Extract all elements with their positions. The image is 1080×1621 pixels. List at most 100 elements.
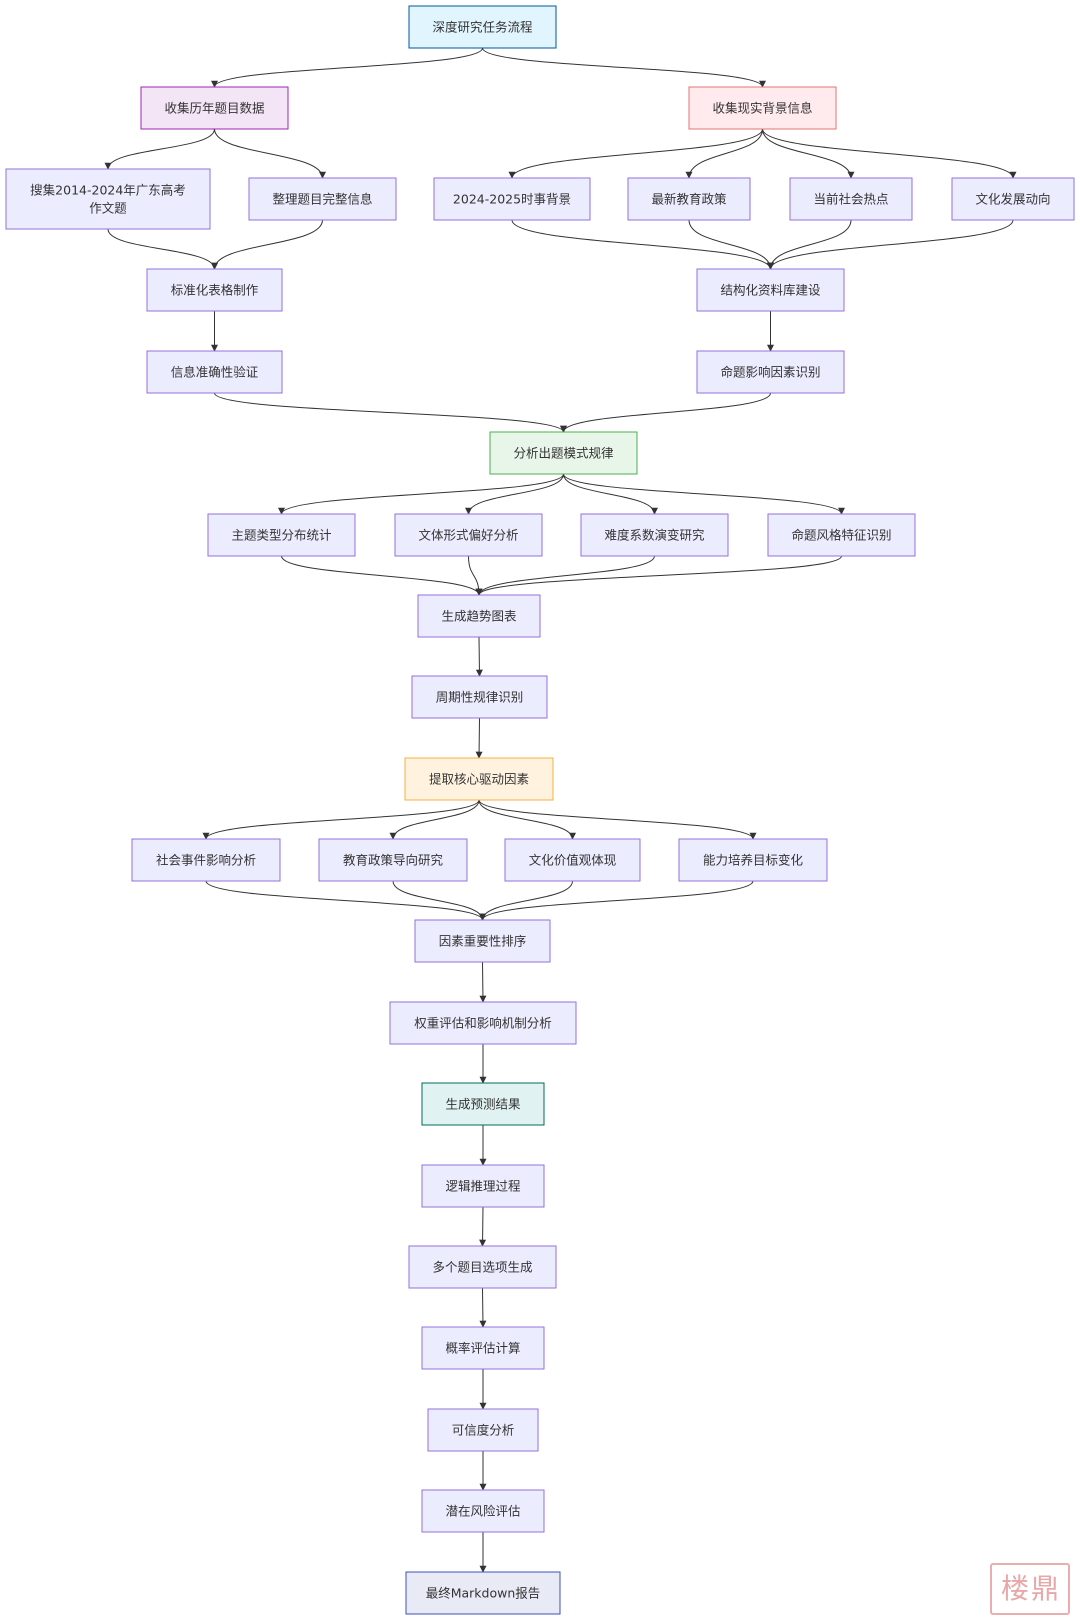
node-box [767,513,916,557]
node-box [207,513,356,557]
edge-n9-n11 [767,219,1014,270]
node-label: 结构化资料库建设 [720,283,821,298]
node-label: 潜在风险评估 [445,1504,520,1519]
node-label: 提取核心驱动因素 [429,772,529,787]
node-label: 文化发展动向 [975,192,1050,207]
flow-node-n18: 命题风格特征识别 [767,513,916,557]
flow-node-n8: 当前社会热点 [789,177,913,221]
node-label: 分析出题模式规律 [513,446,613,461]
flow-node-n7: 最新教育政策 [627,177,751,221]
node-label: 信息准确性验证 [171,365,259,380]
flow-node-n23: 教育政策导向研究 [318,838,468,882]
flow-node-n31: 概率评估计算 [421,1326,545,1370]
edge-n18-n19 [475,555,842,596]
node-box [580,513,729,557]
node-label: 生成预测结果 [445,1097,521,1112]
flow-node-n25: 能力培养目标变化 [678,838,828,882]
node-box [421,1326,545,1370]
node-box [248,177,397,221]
node-box [427,1408,539,1452]
node-box [405,1571,561,1615]
edge-n8-n11 [767,219,852,270]
node-box [394,513,543,557]
edge-n14-n18 [563,473,845,515]
edge-n22-n26 [205,880,486,921]
node-box [414,919,551,963]
node-label: 教育政策导向研究 [343,853,444,868]
node-box [408,1245,557,1289]
edge-n15-n19 [281,555,483,596]
node-label: 文化价值观体现 [529,853,617,868]
edge-n19-n20 [475,636,483,677]
flow-node-n26: 因素重要性排序 [414,919,551,963]
node-label: 作文题 [89,201,127,216]
flow-node-n6: 2024-2025时事背景 [433,177,591,221]
edge-n3-n9 [762,128,1017,179]
flow-node-n32: 可信度分析 [427,1408,539,1452]
node-label: 概率评估计算 [445,1341,520,1356]
node-box [678,838,828,882]
node-label: 难度系数演变研究 [604,528,705,543]
flow-node-n3: 收集现实背景信息 [688,86,837,130]
edge-n14-n15 [278,473,564,515]
edge-n5-n10 [211,219,323,270]
node-label: 搜集2014-2024年广东高考 [30,183,186,198]
node-label: 权重评估和影响机制分析 [414,1016,552,1031]
node-box [5,168,211,230]
node-box [140,86,289,130]
seal-char: 鼎 [1031,1572,1060,1605]
flow-node-n5: 整理题目完整信息 [248,177,397,221]
seal-stamp: 楼 鼎 [990,1563,1070,1615]
edge-n17-n19 [475,555,655,596]
edge-n4-n10 [107,228,218,270]
node-box [688,86,837,130]
node-box [131,838,281,882]
node-label: 标准化表格制作 [171,283,259,298]
node-label: 周期性规律识别 [436,690,524,705]
flow-node-n27: 权重评估和影响机制分析 [389,1001,577,1045]
node-label: 当前社会热点 [813,192,888,207]
edge-n2-n5 [214,128,326,179]
edge-n1-n3 [482,47,766,88]
flow-node-n14: 分析出题模式规律 [489,431,638,475]
flow-node-n34: 最终Markdown报告 [405,1571,561,1615]
edge-n21-n25 [478,799,757,840]
seal-char: 楼 [1000,1572,1029,1605]
node-box [417,594,541,638]
node-box [146,268,283,312]
node-box [421,1489,545,1533]
node-box [433,177,591,221]
node-label: 生成趋势图表 [441,609,517,624]
flow-node-n17: 难度系数演变研究 [580,513,729,557]
edge-n29-n30 [479,1206,487,1247]
node-label: 深度研究任务流程 [432,20,533,35]
node-box [389,1001,577,1045]
node-box [411,675,548,719]
edge-n30-n31 [479,1287,487,1328]
edge-n26-n27 [479,961,487,1003]
node-label: 可信度分析 [452,1423,515,1438]
node-label: 命题影响因素识别 [720,365,820,380]
flow-node-n30: 多个题目选项生成 [408,1245,557,1289]
node-label: 主题类型分布统计 [231,528,331,543]
node-label: 命题风格特征识别 [791,528,891,543]
flow-node-n22: 社会事件影响分析 [131,838,281,882]
flow-node-n16: 文体形式偏好分析 [394,513,543,557]
edge-n3-n8 [762,128,855,179]
edge-n13-n14 [560,392,771,433]
flow-node-n28: 生成预测结果 [421,1082,545,1126]
edge-n20-n21 [475,717,483,759]
node-box [318,838,468,882]
node-label: 社会事件影响分析 [156,853,256,868]
node-label: 收集现实背景信息 [712,101,812,116]
node-box [696,268,845,312]
edge-n25-n26 [479,880,754,921]
node-box [696,350,845,394]
edge-n12-n14 [214,392,567,433]
node-label: 能力培养目标变化 [703,853,804,868]
flow-node-n19: 生成趋势图表 [417,594,541,638]
node-box [951,177,1075,221]
edge-n21-n23 [389,799,480,840]
